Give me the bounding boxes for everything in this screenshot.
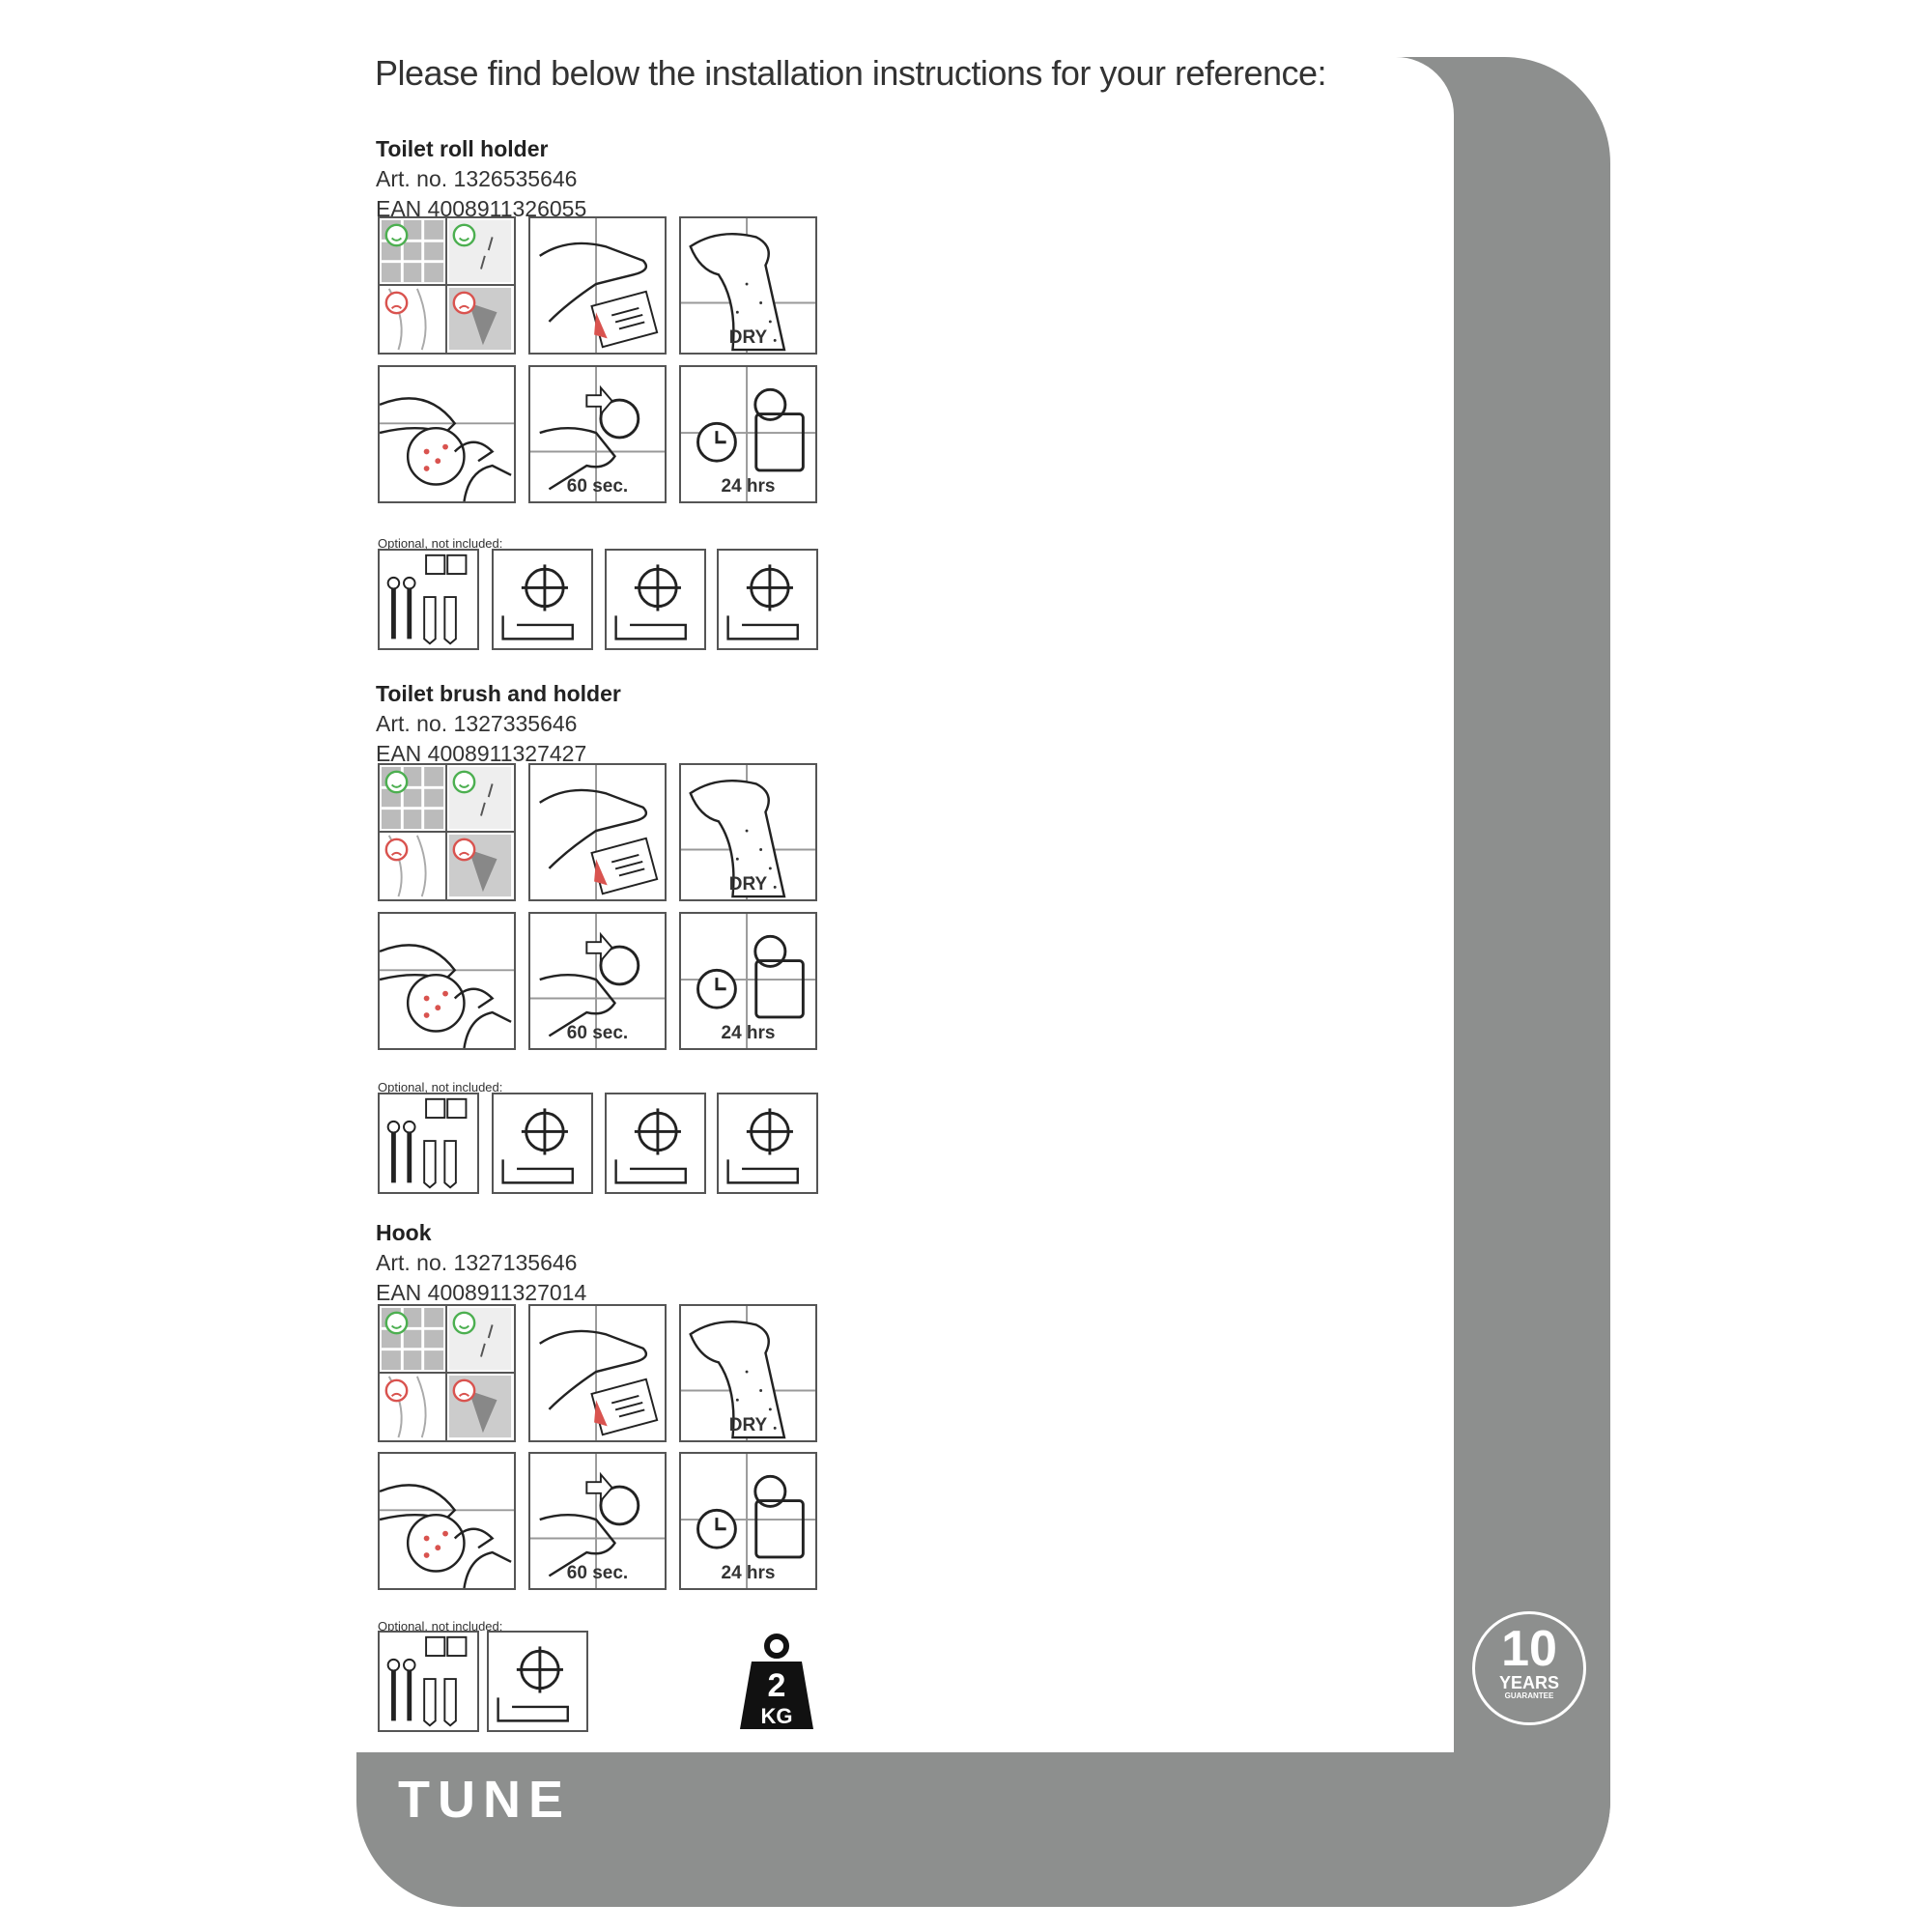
step-label: 60 sec. bbox=[566, 1563, 629, 1583]
instruction-step-clean bbox=[528, 1304, 667, 1442]
instruction-step-clean bbox=[528, 216, 667, 355]
screws-icon bbox=[378, 1631, 479, 1732]
section-title: Toilet roll holder bbox=[376, 136, 549, 161]
step-label: 60 sec. bbox=[566, 476, 629, 497]
wall-mount-step bbox=[492, 549, 593, 650]
wall-mount-step bbox=[717, 1093, 818, 1194]
instruction-step-surfaces bbox=[378, 216, 516, 355]
article-number: Art. no. 1327135646 bbox=[376, 1250, 578, 1275]
weight-limit-icon: 2 KG bbox=[738, 1633, 815, 1733]
intro-text: Please find below the installation instr… bbox=[375, 53, 1327, 93]
guarantee-badge: 10 YEARS GUARANTEE bbox=[1472, 1611, 1586, 1725]
guarantee-number: 10 bbox=[1501, 1621, 1557, 1677]
instruction-step-wait: 24 hrs bbox=[679, 912, 817, 1050]
instruction-step-press: 60 sec. bbox=[528, 1452, 667, 1590]
ean-number: EAN 4008911327427 bbox=[376, 741, 587, 766]
step-label: DRY bbox=[728, 1415, 768, 1435]
weight-unit: KG bbox=[761, 1704, 793, 1728]
guarantee-label: GUARANTEE bbox=[1504, 1691, 1554, 1700]
section-title: Hook bbox=[376, 1220, 432, 1245]
instruction-step-press: 60 sec. bbox=[528, 912, 667, 1050]
guarantee-years: YEARS bbox=[1498, 1673, 1559, 1692]
instruction-step-surfaces bbox=[378, 1304, 516, 1442]
instruction-step-press: 60 sec. bbox=[528, 365, 667, 503]
wall-mount-step bbox=[605, 549, 706, 650]
article-number: Art. no. 1327335646 bbox=[376, 711, 578, 736]
wall-mount-step bbox=[487, 1631, 588, 1732]
step-label: 60 sec. bbox=[566, 1023, 629, 1043]
article-number: Art. no. 1326535646 bbox=[376, 166, 578, 191]
step-label: 24 hrs bbox=[721, 1563, 776, 1583]
instruction-step-dry: DRY bbox=[679, 1304, 817, 1442]
screws-icon bbox=[378, 1093, 479, 1194]
wall-mount-step bbox=[605, 1093, 706, 1194]
step-label: 24 hrs bbox=[721, 476, 776, 497]
instruction-step-dry: DRY bbox=[679, 763, 817, 901]
screws-icon bbox=[378, 549, 479, 650]
instruction-step-peel bbox=[378, 1452, 516, 1590]
instruction-step-wait: 24 hrs bbox=[679, 365, 817, 503]
gray-frame-right bbox=[1396, 57, 1610, 1907]
wall-mount-step bbox=[717, 549, 818, 650]
step-label: 24 hrs bbox=[721, 1023, 776, 1043]
weight-value: 2 bbox=[768, 1667, 786, 1704]
gray-frame-bottom bbox=[356, 1752, 1610, 1907]
optional-label: Optional, not included: bbox=[378, 1080, 503, 1094]
section-title: Toilet brush and holder bbox=[376, 681, 621, 706]
ean-number: EAN 4008911327014 bbox=[376, 1280, 587, 1305]
instruction-step-clean bbox=[528, 763, 667, 901]
instruction-step-peel bbox=[378, 365, 516, 503]
brand-logo: TUNE bbox=[398, 1771, 571, 1829]
instruction-step-wait: 24 hrs bbox=[679, 1452, 817, 1590]
instruction-step-peel bbox=[378, 912, 516, 1050]
instruction-step-surfaces bbox=[378, 763, 516, 901]
wall-mount-step bbox=[492, 1093, 593, 1194]
step-label: DRY bbox=[728, 874, 768, 895]
optional-label: Optional, not included: bbox=[378, 536, 503, 551]
step-label: DRY bbox=[728, 327, 768, 348]
optional-label: Optional, not included: bbox=[378, 1619, 503, 1634]
instruction-step-dry: DRY bbox=[679, 216, 817, 355]
